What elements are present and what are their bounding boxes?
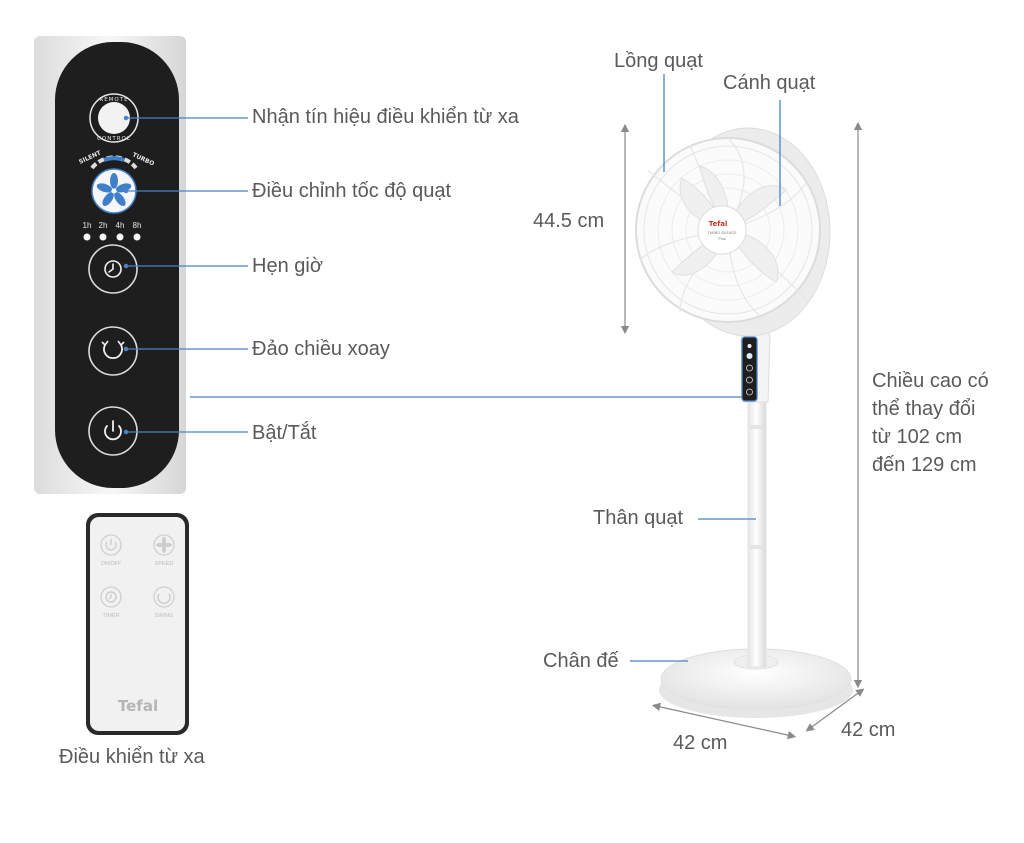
fan-speed-icon <box>156 537 172 553</box>
label-base-width: 42 cm <box>673 732 728 754</box>
hub-model-label: TURBO SILENCE <box>708 231 738 235</box>
label-base-depth: 42 cm <box>841 719 896 741</box>
remote-onoff-label: ON/OFF <box>101 561 122 567</box>
power-button[interactable] <box>88 406 138 456</box>
label-timer: Hẹn giờ <box>252 255 323 277</box>
remote-timer-button[interactable]: TIMER <box>100 586 122 619</box>
dimension-lines <box>620 121 865 740</box>
timer-led-2h <box>99 233 107 241</box>
clock-icon <box>104 260 122 278</box>
height-line-4: đến 129 cm <box>872 454 977 476</box>
label-fan-base: Chân đế <box>543 650 619 672</box>
clock-icon <box>105 591 117 603</box>
label-fan-body: Thân quạt <box>593 507 684 529</box>
swing-button[interactable] <box>88 326 138 376</box>
remote-speed-label: SPEED <box>155 561 174 567</box>
remote-swing-label: SWING <box>155 613 174 619</box>
height-line-2: thể thay đổi <box>872 398 976 420</box>
remote-onoff-button[interactable]: ON/OFF <box>100 534 122 567</box>
label-remote-caption: Điều khiển từ xa <box>59 746 205 768</box>
swing-icon <box>157 593 171 604</box>
timer-led-4h <box>116 233 124 241</box>
fan-base <box>659 648 853 718</box>
timer-label-4h: 4h <box>116 221 125 230</box>
timer-led-1h <box>83 233 91 241</box>
remote-speed-button[interactable]: SPEED <box>153 534 175 567</box>
fan-control-strip <box>741 336 758 402</box>
timer-label-1h: 1h <box>83 221 92 230</box>
timer-indicators: 1h 2h 4h 8h <box>83 221 142 241</box>
fan-hub: Tefal TURBO SILENCE Plus <box>697 205 747 255</box>
height-line-1: Chiều cao có <box>872 370 989 392</box>
remote-body <box>90 517 185 731</box>
remote-brand-logo: Tefal <box>118 697 158 715</box>
timer-led-8h <box>133 233 141 241</box>
hub-brand-logo: Tefal <box>709 220 728 228</box>
timer-button[interactable] <box>88 244 138 294</box>
remote-ring-top-label: REMOTE <box>99 97 128 103</box>
fan-pole <box>747 394 767 668</box>
label-height-range: Chiều cao có thể thay đổi từ 102 cm đến … <box>872 367 1022 479</box>
label-head-height: 44.5 cm <box>533 210 605 232</box>
panel-leader-lines <box>123 115 742 435</box>
fan-illustration: Tefal TURBO SILENCE Plus <box>635 127 853 718</box>
timer-label-8h: 8h <box>133 221 142 230</box>
dimension-base-depth <box>805 688 865 732</box>
timer-label-2h: 2h <box>99 221 108 230</box>
panel-face <box>55 42 179 488</box>
label-speed-control: Điều chỉnh tốc độ quạt <box>252 180 452 202</box>
dimension-base-width <box>651 702 797 740</box>
power-icon <box>104 420 122 441</box>
remote-receiver-window <box>98 102 130 134</box>
label-swing: Đảo chiều xoay <box>252 338 390 360</box>
control-panel: REMOTE CONTROL SILENT TURBO 1h 2h 4h <box>34 36 186 494</box>
label-remote-receiver: Nhận tín hiệu điều khiển từ xa <box>252 106 519 128</box>
remote-receiver: REMOTE CONTROL <box>89 93 139 143</box>
remote-ring-bottom-label: CONTROL <box>97 136 131 142</box>
fan-speed-icon <box>96 173 132 206</box>
label-power: Bật/Tắt <box>252 422 317 444</box>
label-fan-cage: Lồng quạt <box>614 50 703 72</box>
label-fan-blade: Cánh quạt <box>723 72 816 94</box>
fan-leader-lines <box>630 74 781 662</box>
height-line-3: từ 102 cm <box>872 426 963 448</box>
remote-swing-button[interactable]: SWING <box>153 586 175 619</box>
swing-icon <box>101 340 125 359</box>
remote-control: ON/OFF SPEED TIMER SWING Tefal <box>86 513 189 735</box>
hub-sub-label: Plus <box>719 237 726 241</box>
remote-timer-label: TIMER <box>102 613 119 619</box>
power-icon <box>105 541 117 551</box>
